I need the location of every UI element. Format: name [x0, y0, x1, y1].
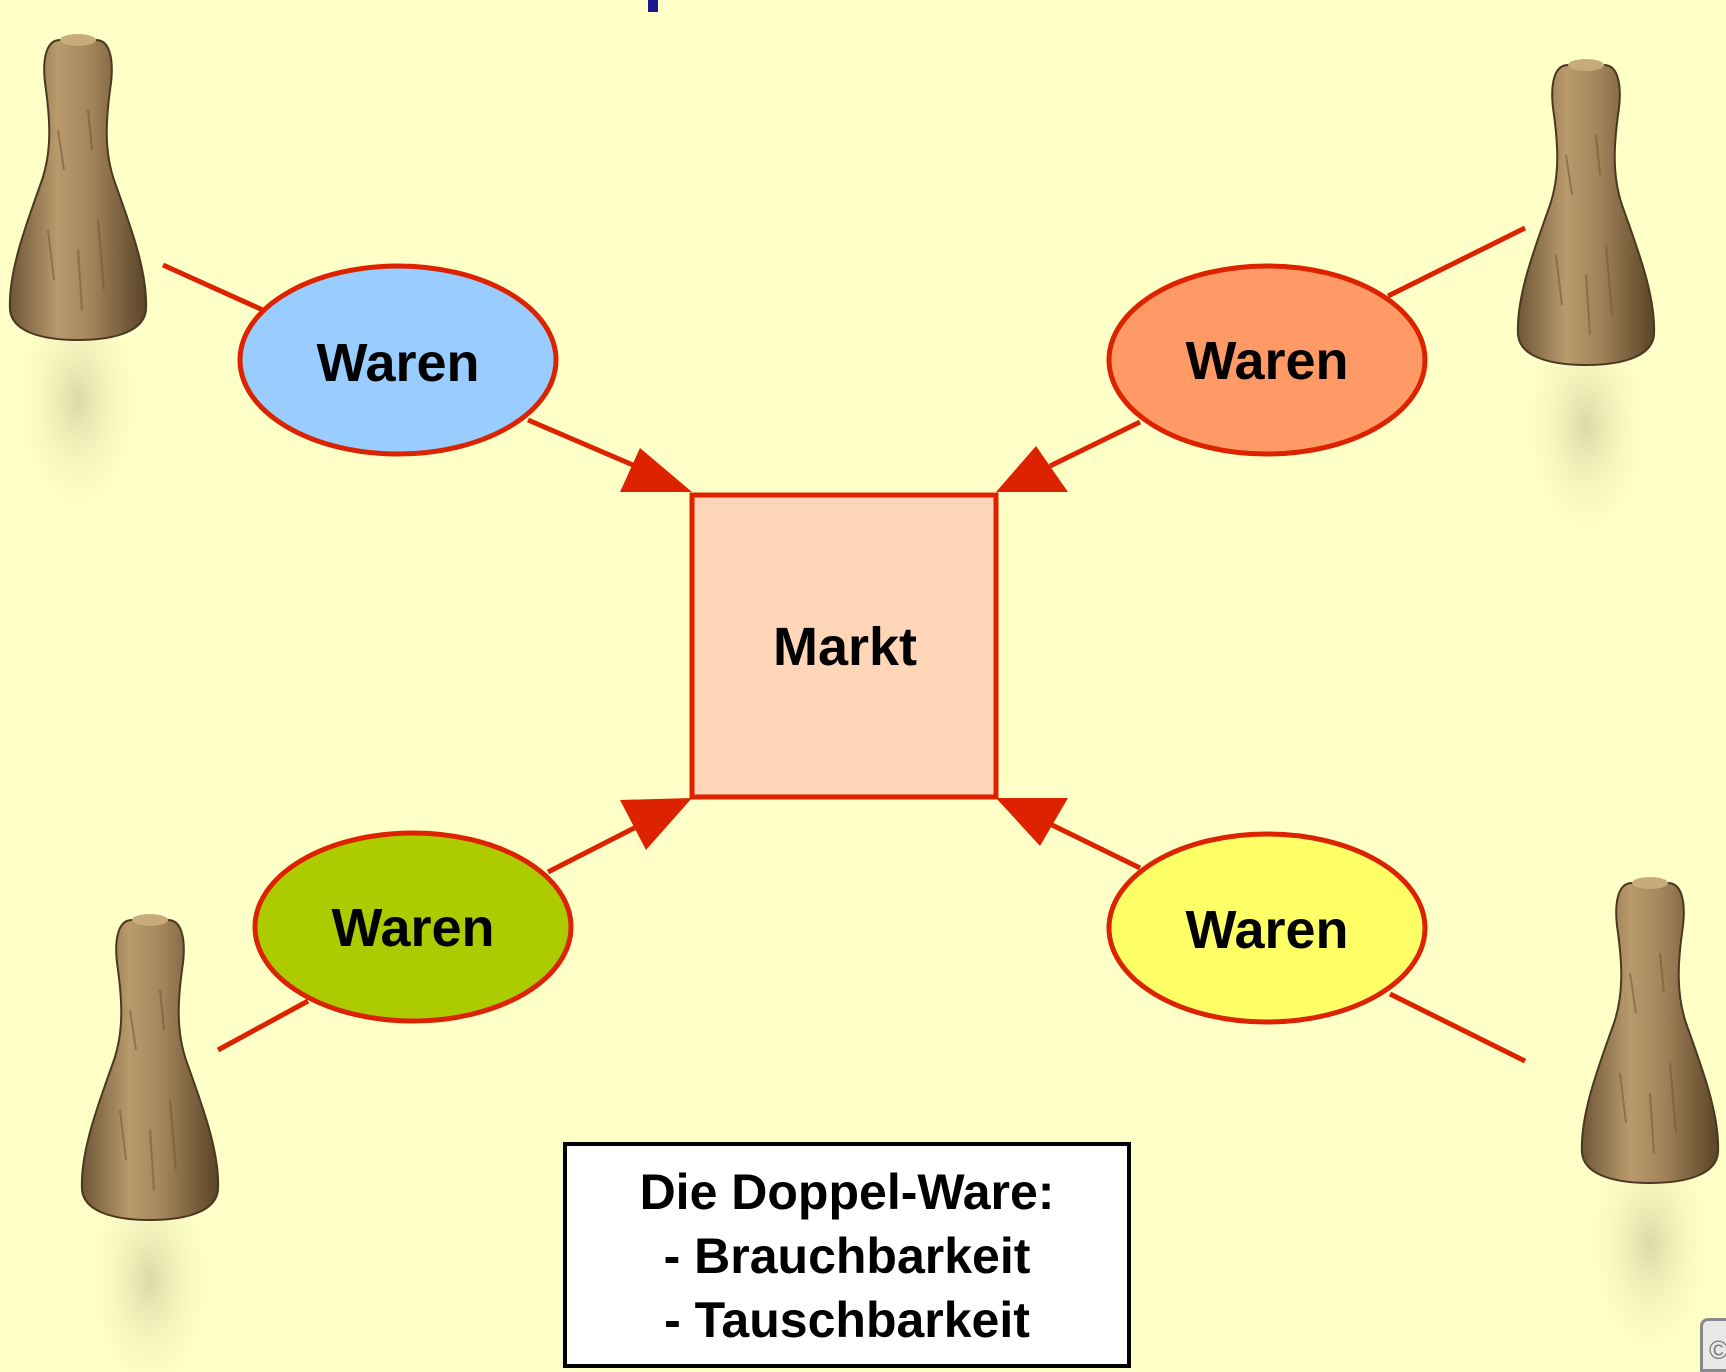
goods-node-green: Waren: [252, 830, 574, 1024]
pawn-connector: [1388, 991, 1527, 1064]
info-box-line: - Brauchbarkeit: [663, 1228, 1031, 1284]
goods-node-blue: Waren: [237, 263, 559, 457]
arrow-to-market: [546, 798, 692, 875]
goods-label: Waren: [1185, 331, 1348, 391]
goods-node-yellow: Waren: [1106, 831, 1428, 1025]
wooden-pawn-icon: [7, 33, 149, 531]
wooden-pawn-icon: [1515, 58, 1657, 556]
arrow-to-market: [996, 419, 1142, 492]
wooden-pawn-icon: [1579, 876, 1721, 1372]
arrow-to-market: [996, 798, 1142, 871]
pawn-connector: [161, 262, 267, 314]
copyright-icon[interactable]: ©: [1700, 1318, 1726, 1372]
info-box-line: Die Doppel-Ware:: [639, 1164, 1055, 1220]
info-box-line: - Tauschbarkeit: [664, 1292, 1030, 1348]
goods-label: Waren: [1185, 900, 1348, 960]
goods-label: Waren: [331, 898, 494, 958]
arrow-to-market: [527, 417, 692, 492]
goods-node-orange: Waren: [1106, 263, 1428, 457]
info-box: Die Doppel-Ware: - Brauchbarkeit - Tausc…: [563, 1142, 1131, 1368]
wooden-pawn-icon: [79, 913, 221, 1372]
goods-label: Waren: [316, 333, 479, 393]
market-box: [689, 492, 999, 800]
pawn-connector: [1386, 225, 1527, 299]
pawn-connector: [216, 998, 310, 1053]
market-label: Markt: [773, 617, 917, 677]
title-fragment: [648, 0, 658, 12]
